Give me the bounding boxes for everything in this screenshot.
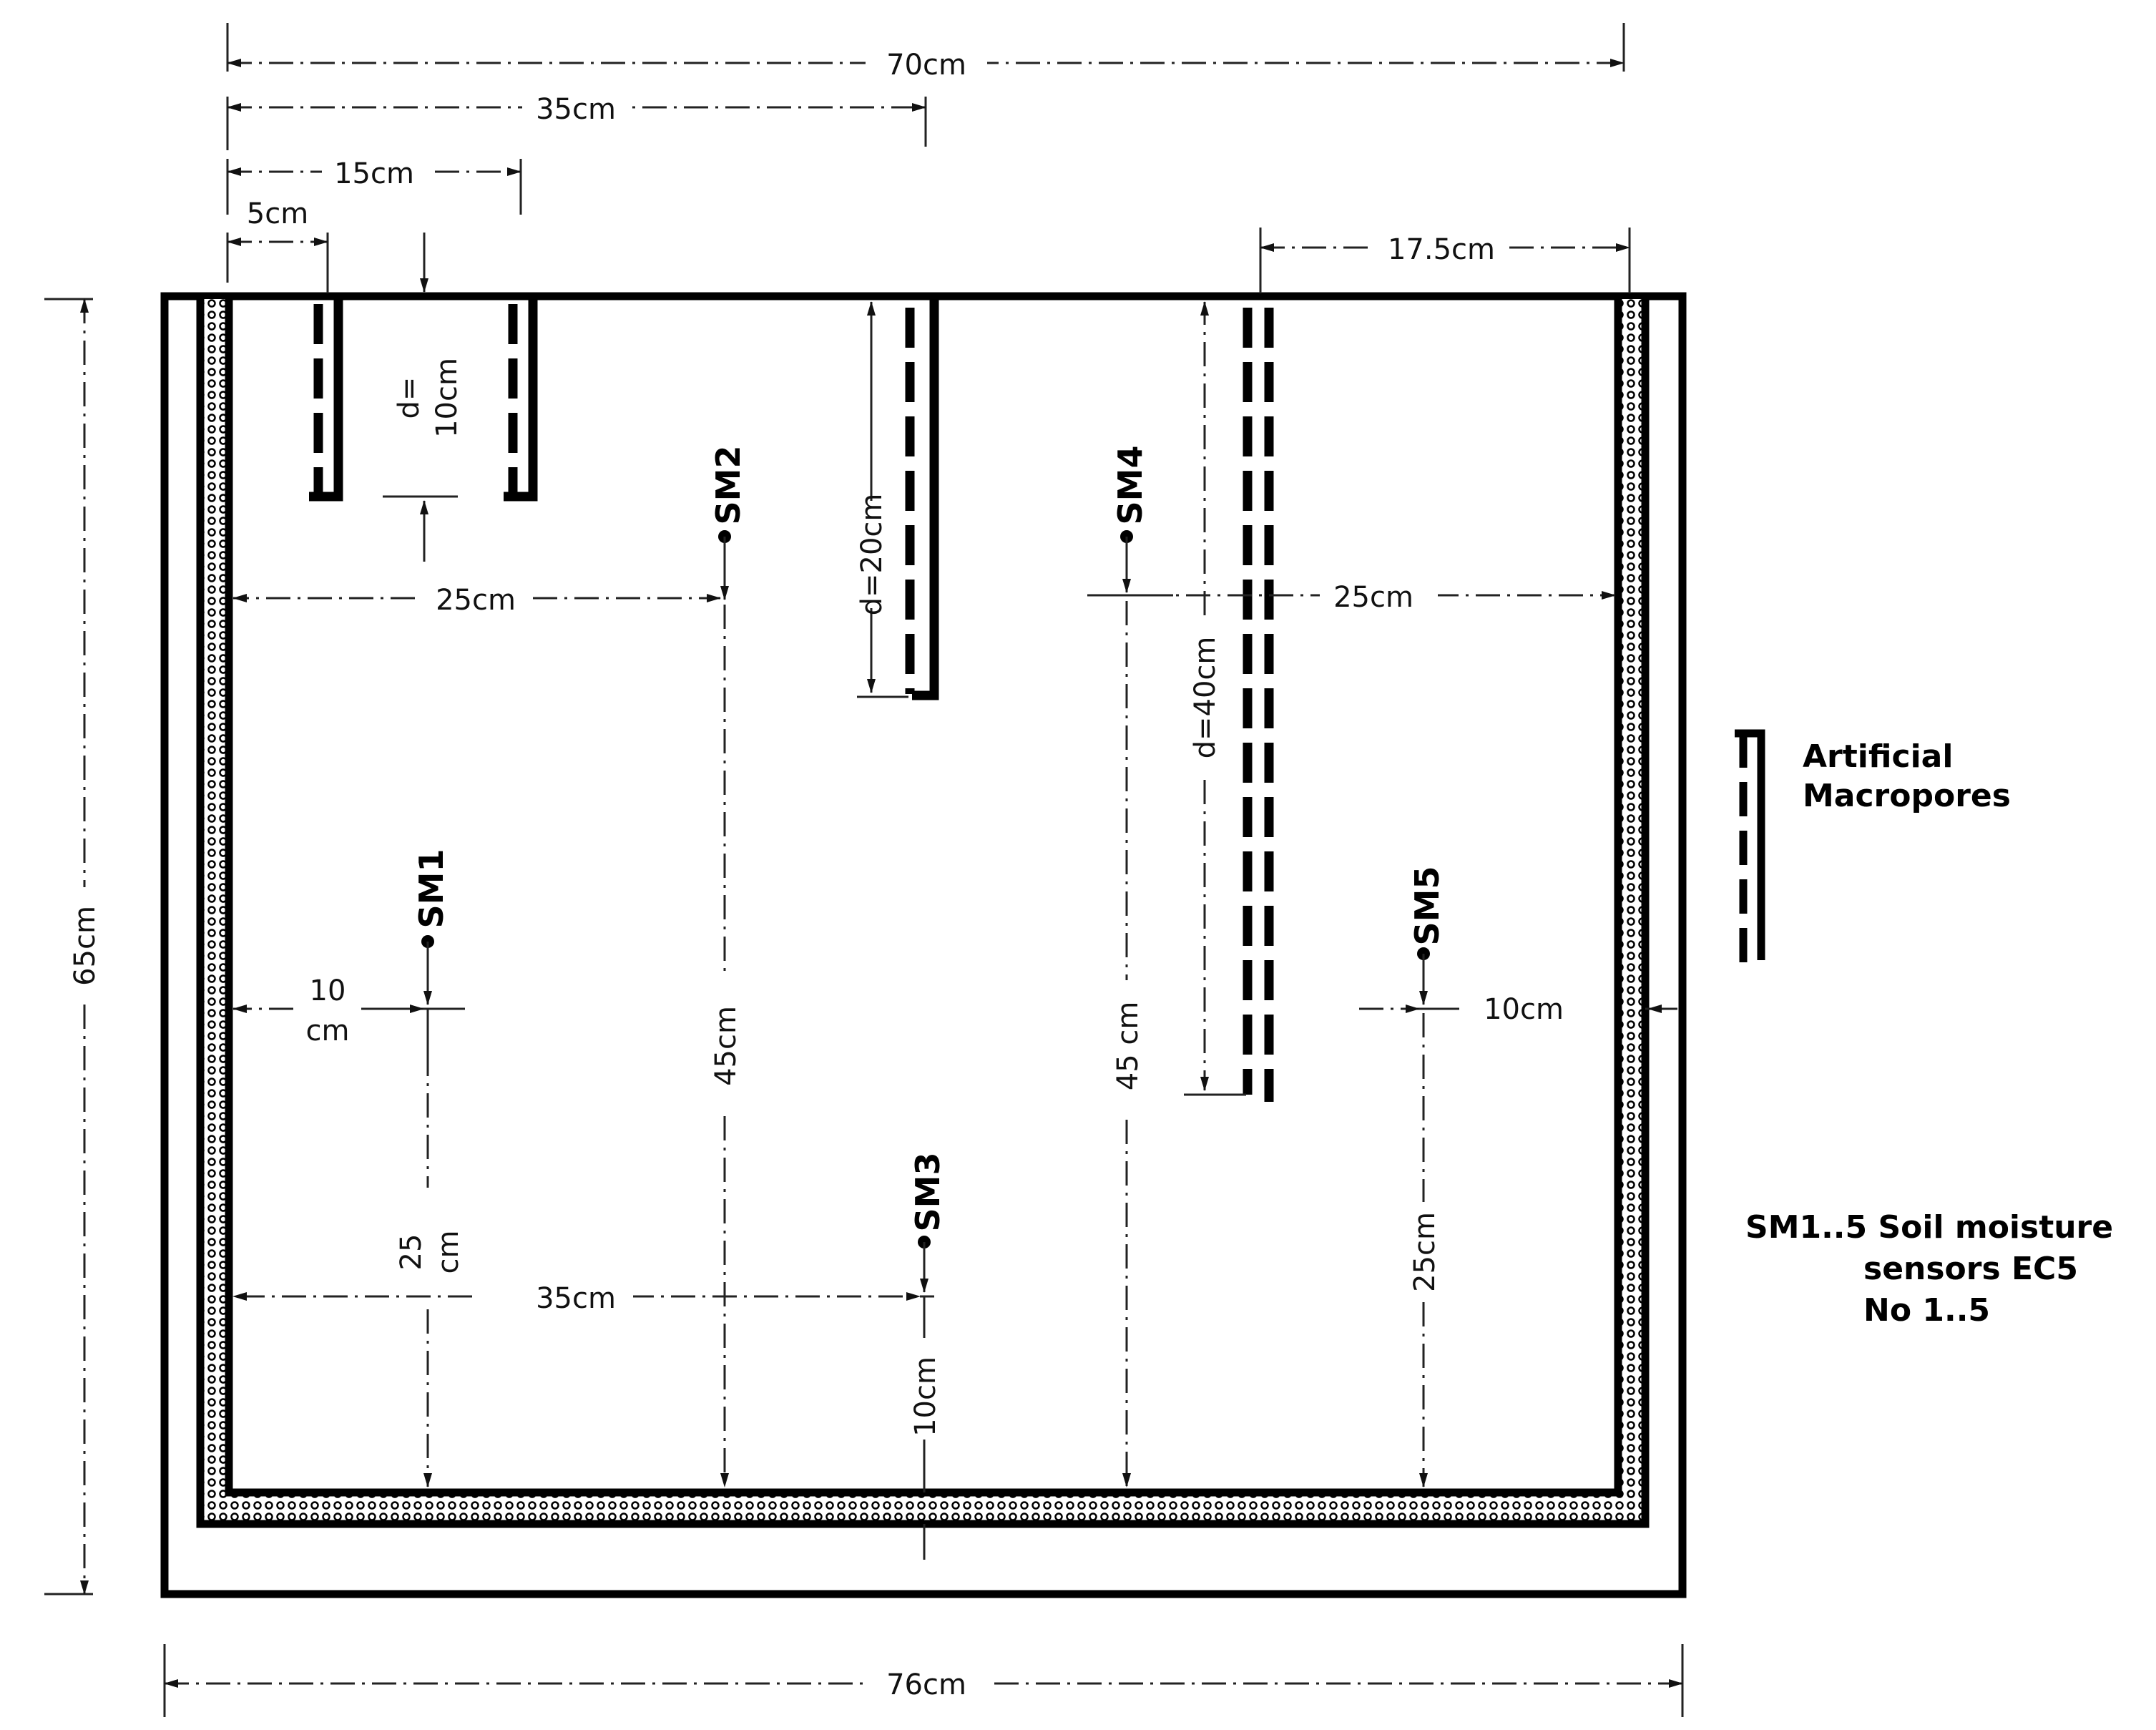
outer-box (160, 292, 1687, 1598)
sensor-sm2: SM2 25cm 45cm (232, 446, 748, 1487)
dimension-76cm: 76cm (163, 1644, 1684, 1717)
sensor-sm5: SM5 10cm 25cm (1359, 866, 1677, 1487)
dimension-17-5cm: 17.5cm (1259, 226, 1631, 293)
legend-macropores-line2: Macropores (1803, 778, 2011, 814)
soil-box (160, 292, 1687, 1598)
sm4-x-label: 25cm (1333, 581, 1413, 614)
label-5cm: 5cm (247, 197, 308, 230)
dimension-35cm-top: 35cm (226, 87, 927, 150)
sm3-label: SM3 (908, 1153, 947, 1232)
sm1-x-label-line1: 10 (310, 974, 346, 1007)
sm2-x-label: 25cm (436, 584, 516, 617)
dimension-5cm: 5cm (226, 197, 329, 293)
sm1-y-label-line2: cm (432, 1231, 465, 1274)
sm5-x-label: 10cm (1484, 993, 1564, 1026)
legend-sensors: SM1..5 Soil moisture sensors EC5 No 1..5 (1745, 1209, 2113, 1329)
container-outer-wall (196, 299, 1650, 1528)
legend-macropores-line1: Artificial (1803, 738, 1953, 775)
label-70cm: 70cm (886, 49, 966, 82)
sensor-sm3: SM3 35cm 10cm (232, 1153, 947, 1560)
sm4-y-label: 45 cm (1112, 1002, 1145, 1091)
sensor-sm4: SM4 25cm 45 cm (1087, 446, 1616, 1487)
label-d10-line1: d= (393, 377, 426, 419)
sm1-x-label-line2: cm (306, 1015, 350, 1047)
macropore-d20: d=20cm (856, 299, 939, 700)
legend-macropores: Artificial Macropores (1735, 729, 2011, 973)
sm4-label: SM4 (1111, 446, 1150, 525)
sm5-y-label: 25cm (1408, 1212, 1441, 1292)
legend-sensors-line3: No 1..5 (1863, 1292, 1990, 1329)
sm3-y-label: 10cm (909, 1357, 942, 1437)
label-d10-line2: 10cm (431, 358, 464, 438)
sm1-label: SM1 (412, 849, 451, 929)
dimension-70cm: 70cm (226, 23, 1625, 83)
label-d20: d=20cm (856, 494, 888, 616)
legend-sensors-line2: sensors EC5 (1863, 1251, 2078, 1287)
legend-sensors-line1: SM1..5 Soil moisture (1745, 1209, 2113, 1246)
dimension-65cm: 65cm (44, 298, 106, 1595)
sm3-x-label: 35cm (536, 1282, 616, 1315)
sm5-label: SM5 (1408, 866, 1446, 946)
label-35cm-top: 35cm (536, 93, 616, 126)
macropore-d40: d=40cm (1184, 301, 1274, 1102)
label-76cm: 76cm (886, 1668, 966, 1701)
sm1-y-label-line1: 25 (395, 1234, 428, 1271)
label-15cm: 15cm (334, 157, 414, 190)
dimension-15cm: 15cm (226, 152, 522, 215)
sensor-sm1: SM1 10 cm 25 cm (232, 849, 465, 1487)
macropore-d10: d= 10cm (309, 233, 538, 562)
label-d40: d=40cm (1189, 637, 1222, 759)
label-17-5cm: 17.5cm (1388, 233, 1495, 266)
sm2-y-label: 45cm (710, 1006, 743, 1086)
label-65cm: 65cm (69, 906, 102, 986)
sm2-label: SM2 (709, 446, 748, 525)
